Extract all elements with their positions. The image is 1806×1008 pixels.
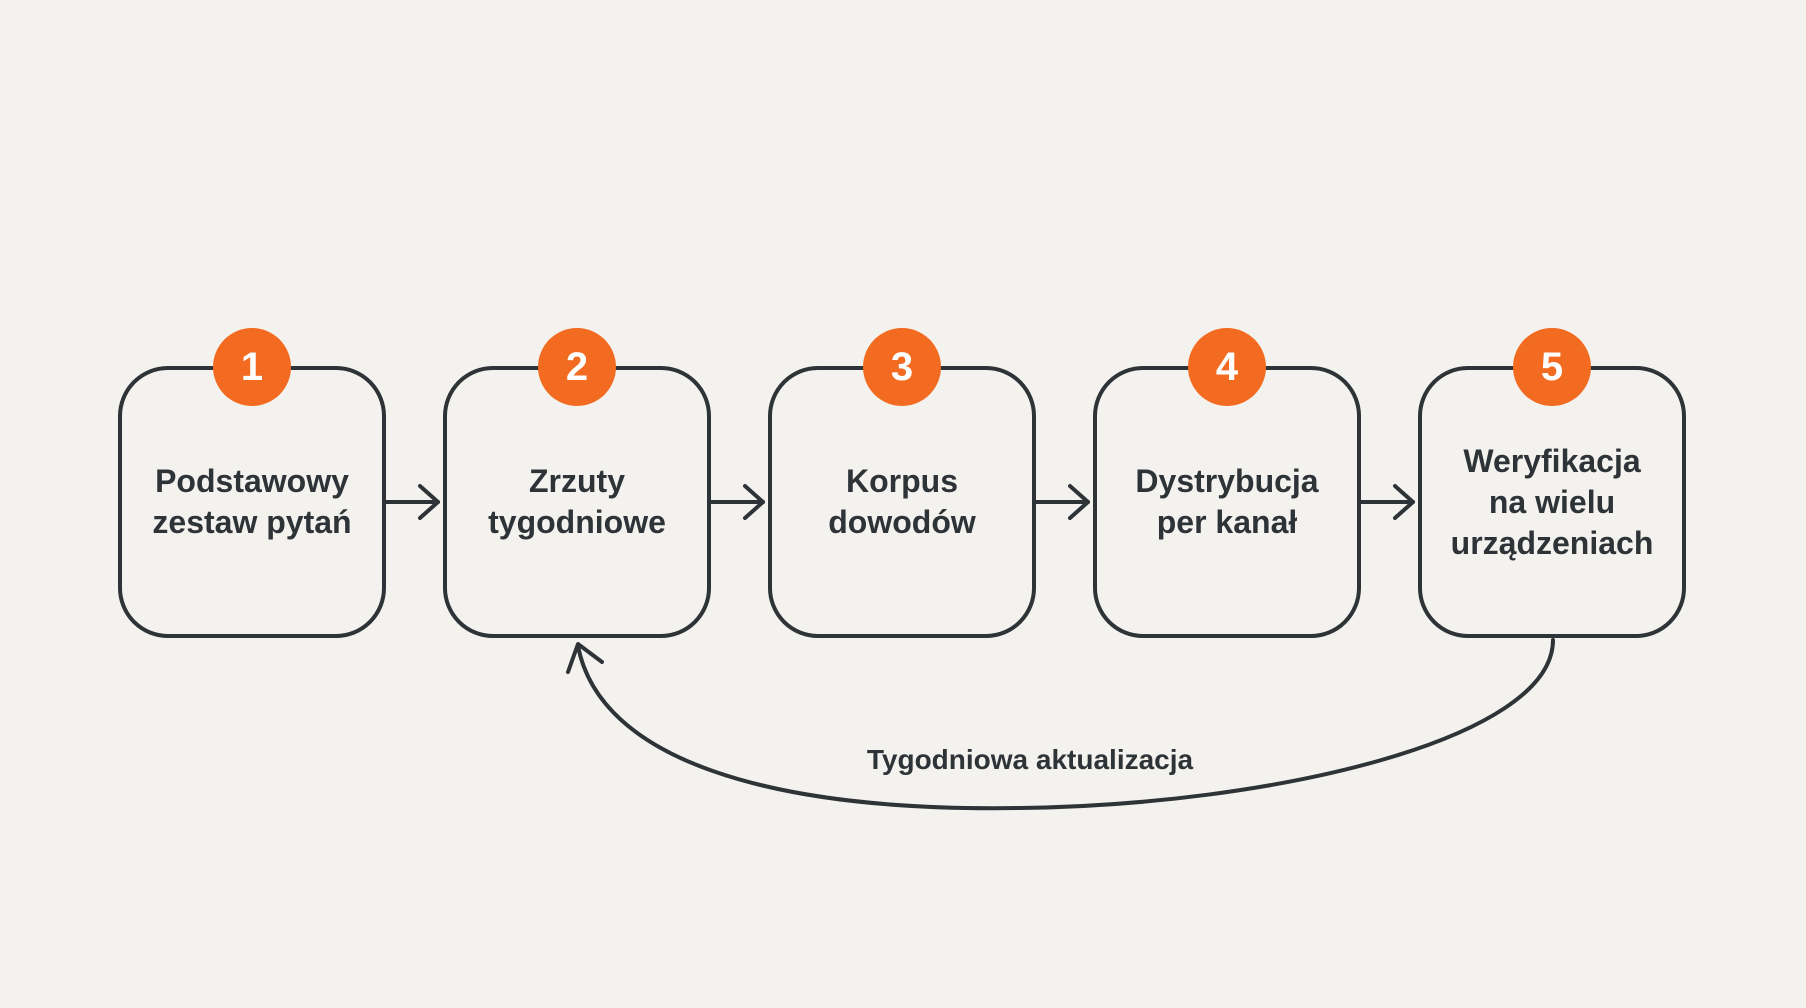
step-box-5: Weryfikacja na wielu urządzeniach (1418, 366, 1686, 638)
step-box-1: Podstawowy zestaw pytań (118, 366, 386, 638)
loop-label: Tygodniowa aktualizacja (866, 744, 1194, 775)
arrow-2-to-3 (709, 484, 765, 520)
step-badge-4: 4 (1188, 328, 1266, 406)
step-label-5: Weryfikacja na wielu urządzeniach (1450, 442, 1654, 561)
step-label-2: Zrzuty tygodniowe (488, 463, 666, 540)
step-badge-1: 1 (213, 328, 291, 406)
step-label-4: Dystrybucja per kanał (1135, 463, 1319, 540)
step-label-1: Podstawowy zestaw pytań (152, 463, 352, 540)
feedback-loop-arrow (566, 638, 1555, 811)
step-box-4: Dystrybucja per kanał (1093, 366, 1361, 638)
step-label-3: Korpus dowodów (828, 463, 976, 540)
step-badge-5: 5 (1513, 328, 1591, 406)
arrow-1-to-2 (384, 484, 440, 520)
arrow-4-to-5 (1359, 484, 1415, 520)
step-box-2: Zrzuty tygodniowe (443, 366, 711, 638)
step-badge-2: 2 (538, 328, 616, 406)
step-badge-3: 3 (863, 328, 941, 406)
step-box-3: Korpus dowodów (768, 366, 1036, 638)
arrow-3-to-4 (1034, 484, 1090, 520)
